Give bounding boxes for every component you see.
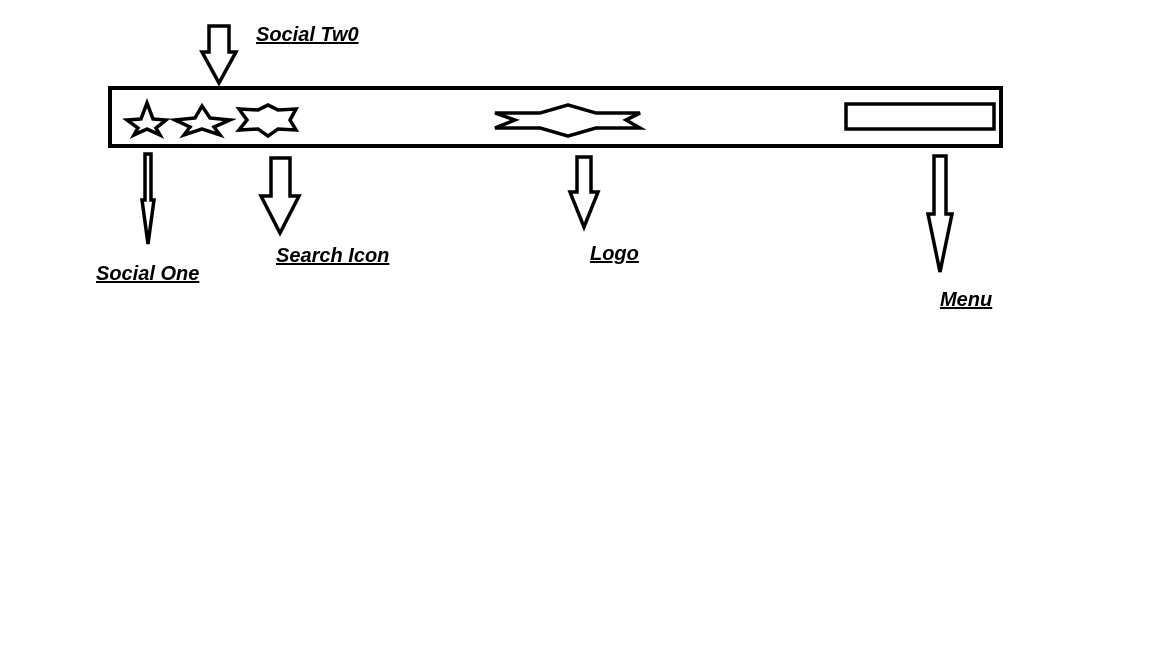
- logo-arrow: [567, 155, 601, 232]
- social-one-arrow: [139, 152, 157, 245]
- social-two-arrow: [199, 24, 239, 87]
- menu-bar-icon[interactable]: [844, 102, 996, 131]
- label-menu: Menu: [940, 289, 993, 311]
- header-bar: [108, 86, 1003, 148]
- social-two-star-icon[interactable]: [168, 102, 237, 139]
- menu-arrow: [925, 154, 955, 273]
- search-icon[interactable]: [235, 103, 300, 139]
- logo-shape-icon[interactable]: [494, 103, 647, 138]
- label-logo: Logo: [590, 243, 639, 265]
- label-social-one: Social One: [96, 263, 200, 285]
- label-search-icon: Search Icon: [276, 245, 390, 267]
- label-social-two: Social Tw0: [256, 24, 359, 46]
- search-icon-arrow: [258, 156, 302, 237]
- social-one-star-icon[interactable]: [122, 98, 171, 139]
